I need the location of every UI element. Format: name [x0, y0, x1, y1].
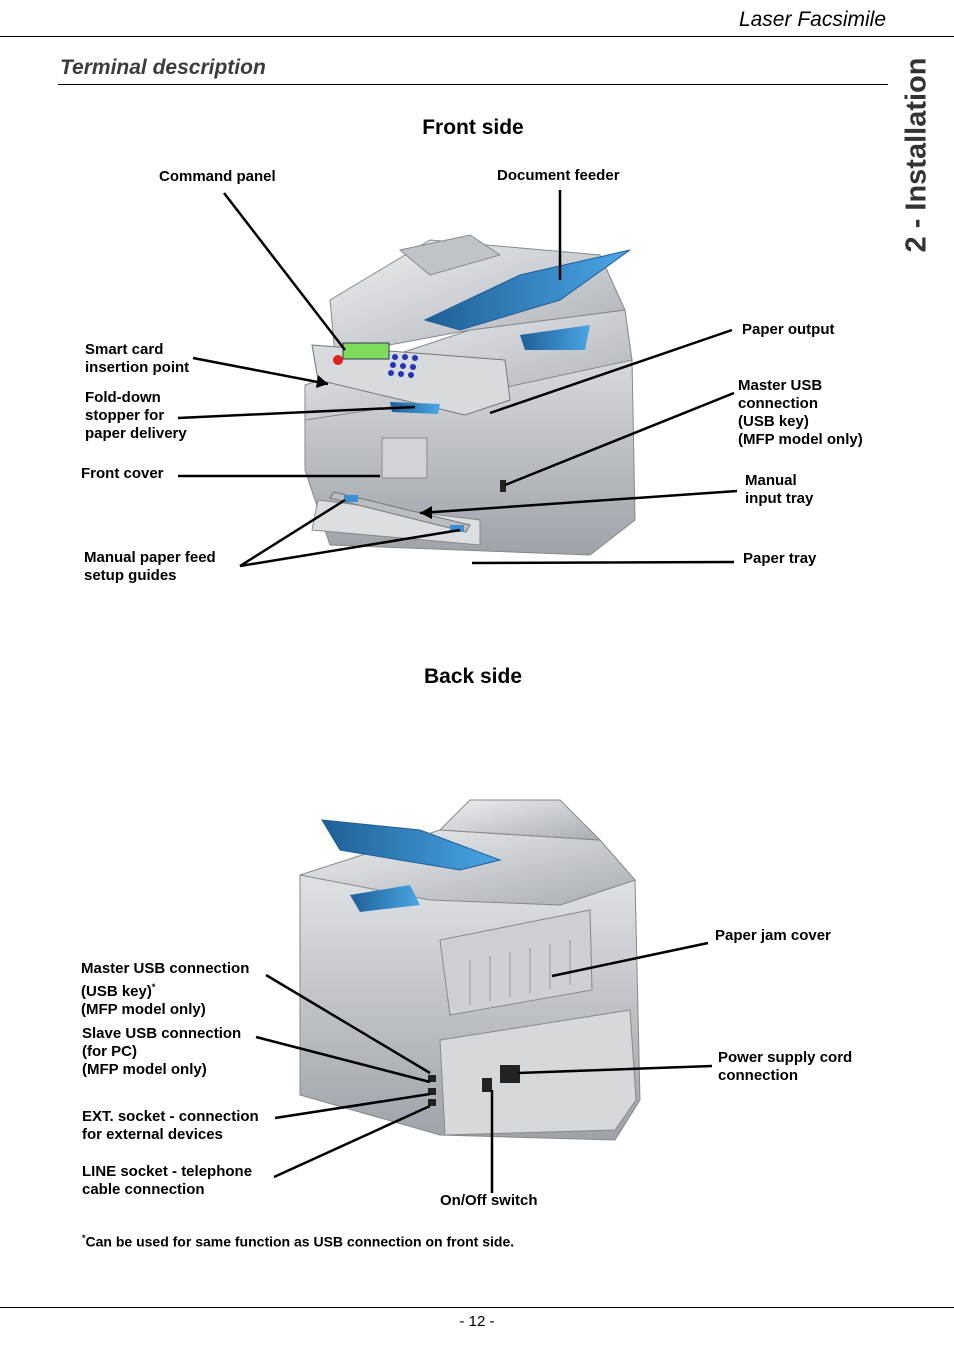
- label-paper-tray: Paper tray: [743, 550, 817, 567]
- label-fold-down-stopper: Fold-down stopper for paper delivery: [85, 389, 187, 442]
- label-line-socket: LINE socket - telephone cable connection: [82, 1163, 253, 1198]
- label-command-panel: Command panel: [159, 168, 276, 185]
- front-printer-image: [304, 234, 636, 556]
- leader-lines: [177, 190, 738, 1193]
- master-usb-line2: (USB key): [81, 983, 152, 1000]
- master-usb-line1: Master USB connection: [81, 960, 250, 977]
- footnote-star: *: [82, 1233, 86, 1243]
- label-manual-paper-feed: Manual paper feed setup guides: [84, 549, 216, 584]
- header-rule: [0, 36, 954, 37]
- back-side-heading: Back side: [423, 665, 523, 688]
- label-front-cover: Front cover: [81, 465, 164, 482]
- master-usb-line3: (MFP model only): [81, 1001, 206, 1018]
- label-slave-usb: Slave USB connection (for PC) (MFP model…: [82, 1025, 242, 1078]
- label-paper-jam-cover: Paper jam cover: [715, 927, 831, 944]
- section-rule: [58, 84, 888, 85]
- page-number: - 12 -: [459, 1313, 495, 1330]
- master-usb-asterisk: *: [151, 982, 156, 992]
- footnote-text: Can be used for same function as USB con…: [85, 1233, 515, 1250]
- back-printer-image: [299, 799, 641, 1141]
- label-ext-socket: EXT. socket - connection for external de…: [82, 1108, 259, 1143]
- footnote: *Can be used for same function as USB co…: [82, 1233, 514, 1250]
- label-on-off-switch: On/Off switch: [440, 1192, 538, 1209]
- label-paper-output: Paper output: [742, 321, 835, 338]
- header-title: Laser Facsimile: [738, 8, 886, 31]
- label-master-usb-back: Master USB connection (USB key)* (MFP mo…: [81, 960, 249, 1019]
- label-power-supply: Power supply cord connection: [718, 1049, 853, 1084]
- label-document-feeder: Document feeder: [497, 167, 620, 184]
- section-title: Terminal description: [60, 56, 266, 79]
- label-smart-card: Smart card insertion point: [85, 341, 190, 376]
- footer-rule: [0, 1307, 954, 1308]
- front-side-heading: Front side: [422, 116, 524, 139]
- label-manual-input-tray: Manual input tray: [745, 472, 814, 507]
- label-master-usb-front: Master USB connection (USB key) (MFP mod…: [738, 377, 863, 448]
